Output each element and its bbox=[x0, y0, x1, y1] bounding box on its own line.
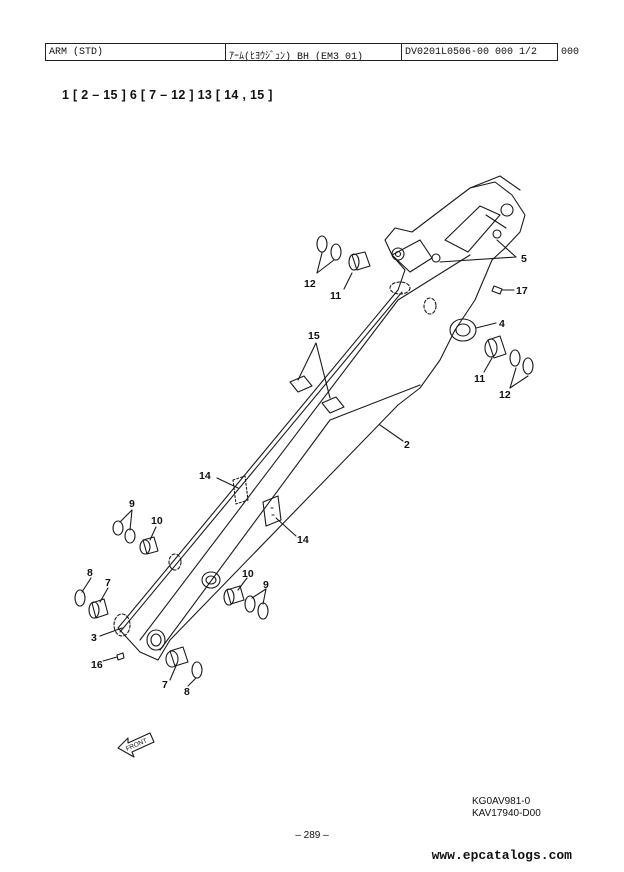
callout-5: 5 bbox=[521, 253, 527, 265]
header-part-name: ARM (STD) bbox=[46, 44, 226, 60]
callout-4: 4 bbox=[499, 318, 505, 330]
callout-11-right: 11 bbox=[474, 373, 485, 385]
callout-8-lower: 8 bbox=[184, 686, 190, 698]
callout-10-right: 10 bbox=[242, 568, 254, 580]
front-arrow-icon bbox=[117, 732, 155, 758]
page-number: – 289 – bbox=[295, 830, 329, 841]
callout-12-right: 12 bbox=[499, 389, 511, 401]
callout-12-upper: 12 bbox=[304, 278, 316, 290]
drawing-code-2: KAV17940-D00 bbox=[472, 808, 541, 819]
header-outside-code: 000 bbox=[561, 47, 580, 58]
footer-url-link[interactable]: www.epcatalogs.com bbox=[431, 848, 572, 863]
callout-7-left: 7 bbox=[105, 577, 111, 589]
drawing-code-1: KG0AV981-0 bbox=[472, 796, 531, 807]
header-table: ARM (STD) ｱｰﾑ(ﾋﾖｳｼﾞｭﾝ) BH (EM3 01) DV020… bbox=[45, 43, 558, 61]
assembly-subtitle: 1 [ 2 – 15 ] 6 [ 7 – 12 ] 13 [ 14 , 15 ] bbox=[62, 88, 273, 102]
callout-17: 17 bbox=[516, 285, 528, 297]
callout-14-upper: 14 bbox=[199, 470, 211, 482]
callout-7-lower: 7 bbox=[162, 679, 168, 691]
callout-3: 3 bbox=[91, 632, 97, 644]
callout-2: 2 bbox=[404, 439, 410, 451]
header-doc-code: DV0201L0506-00 000 1/2 bbox=[405, 47, 538, 58]
header-part-desc: ｱｰﾑ(ﾋﾖｳｼﾞｭﾝ) BH (EM3 01) bbox=[226, 44, 402, 60]
callout-9-right: 9 bbox=[263, 579, 269, 591]
callout-15: 15 bbox=[308, 330, 320, 342]
callout-8-left: 8 bbox=[87, 567, 93, 579]
callout-10-left: 10 bbox=[151, 515, 163, 527]
callout-16: 16 bbox=[91, 659, 103, 671]
arm-body bbox=[117, 181, 526, 661]
callout-9-left: 9 bbox=[129, 498, 135, 510]
callout-11-upper: 11 bbox=[330, 290, 341, 302]
callout-14-lower: 14 bbox=[297, 534, 309, 546]
